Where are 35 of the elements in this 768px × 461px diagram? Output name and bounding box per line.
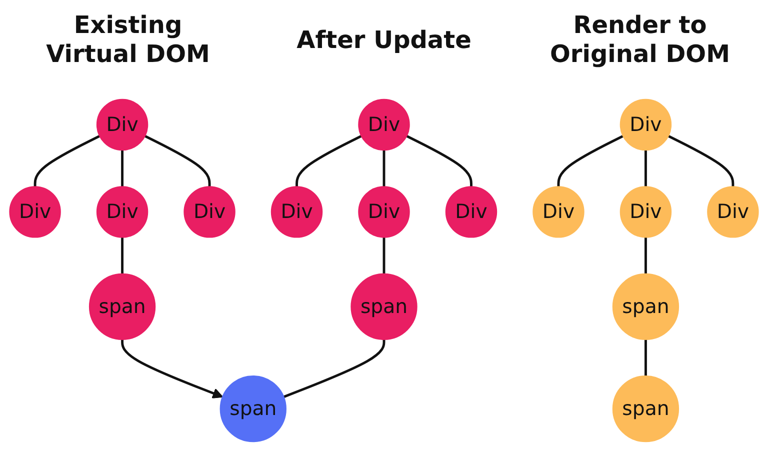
connector bbox=[144, 134, 211, 187]
connector bbox=[34, 134, 100, 187]
connector bbox=[296, 134, 362, 187]
node-circle: Div bbox=[620, 186, 672, 238]
node-circle: Div bbox=[96, 186, 148, 238]
connector bbox=[283, 339, 386, 398]
node-circle: Div bbox=[620, 98, 672, 151]
connector bbox=[557, 134, 624, 187]
node-circle: span bbox=[350, 273, 418, 340]
node-circle: Div bbox=[445, 186, 498, 238]
tree-heading: Existing Virtual DOM bbox=[45, 11, 211, 69]
node-circle: Div bbox=[9, 186, 61, 238]
node-circle: span bbox=[220, 376, 286, 442]
connector bbox=[644, 339, 647, 376]
node-circle: span bbox=[612, 273, 680, 340]
connector bbox=[406, 134, 472, 187]
node-circle: span bbox=[612, 376, 680, 442]
connector bbox=[121, 150, 124, 187]
node-circle: Div bbox=[358, 186, 410, 238]
connector bbox=[644, 237, 647, 274]
node-circle: span bbox=[88, 273, 156, 340]
node-circle: Div bbox=[707, 186, 759, 238]
node-circle: Div bbox=[532, 186, 584, 238]
connector bbox=[382, 237, 386, 274]
node-circle: Div bbox=[270, 186, 323, 238]
node-circle: Div bbox=[184, 186, 236, 238]
tree-heading: After Update bbox=[296, 26, 472, 54]
connector bbox=[668, 134, 734, 187]
arrow bbox=[121, 339, 224, 398]
tree-heading: Render to Original DOM bbox=[549, 11, 731, 69]
connector bbox=[644, 150, 647, 187]
node-circle: Div bbox=[96, 98, 148, 151]
connector bbox=[121, 237, 124, 274]
connector bbox=[382, 150, 386, 187]
node-circle: Div bbox=[358, 98, 410, 151]
